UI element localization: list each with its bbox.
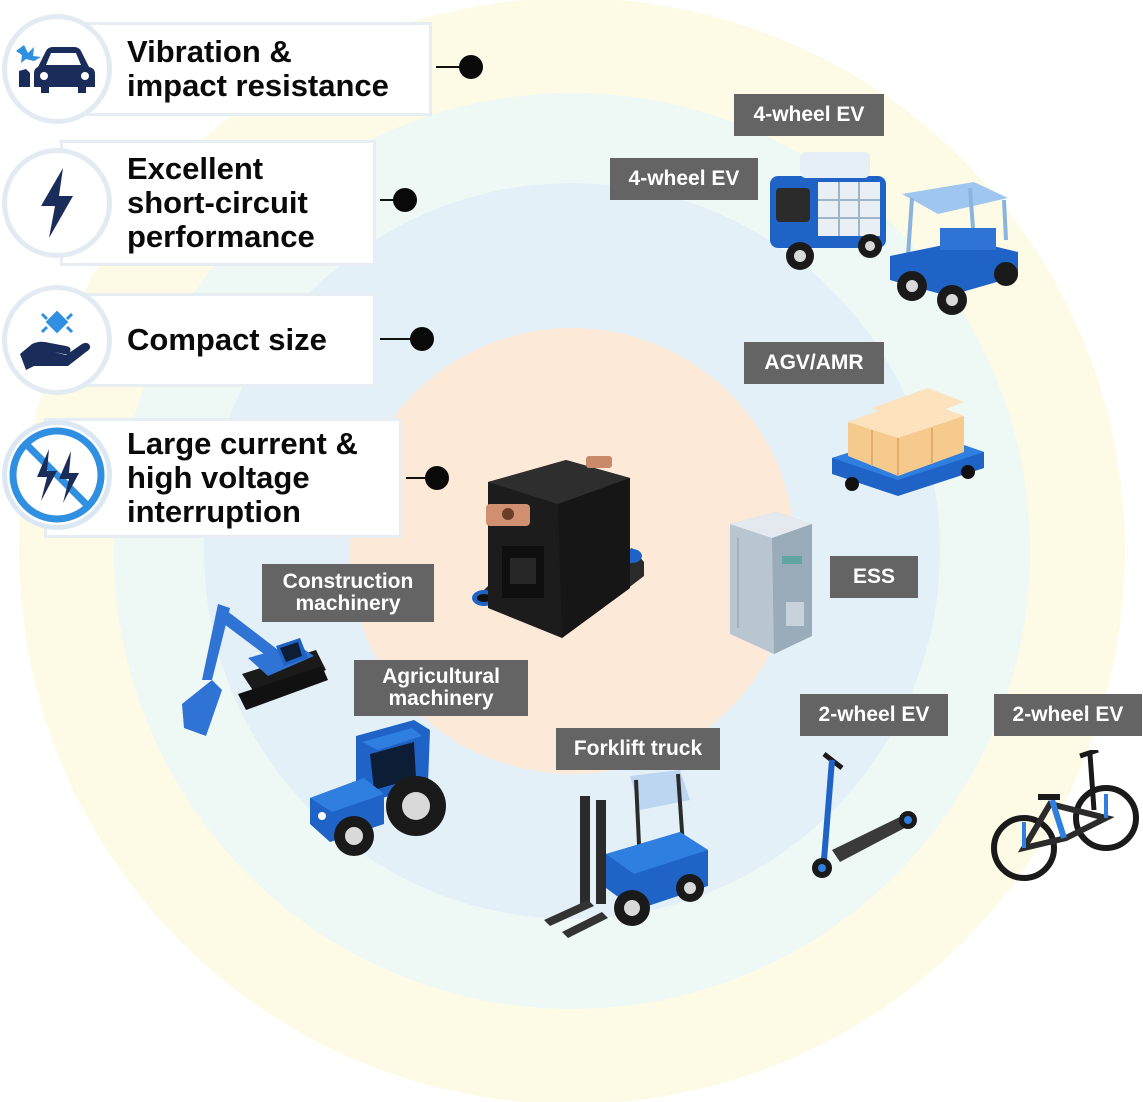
feature-text-short-circuit: Excellent short-circuit performance <box>127 151 315 254</box>
feature-card-compact: Compact size <box>60 293 376 387</box>
connector-line <box>436 66 476 68</box>
forklift-illustration <box>544 770 708 938</box>
tractor-illustration <box>310 720 446 856</box>
scooter-illustration <box>812 752 917 878</box>
excavator-illustration <box>182 604 328 736</box>
relay-product-image <box>472 456 644 638</box>
tag-agv-amr: AGV/AMR <box>744 342 884 384</box>
connector-dot <box>393 188 417 212</box>
feature-text-vibration: Vibration & impact resistance <box>127 34 389 103</box>
ebike-illustration <box>991 750 1139 881</box>
feature-text-compact: Compact size <box>127 322 327 357</box>
agv-illustration <box>832 388 984 496</box>
feature-card-vibration: Vibration & impact resistance <box>60 22 432 116</box>
golf-cart-illustration <box>890 182 1018 315</box>
connector-line <box>380 338 420 340</box>
tag-4-wheel-ev-b: 4-wheel EV <box>610 158 758 200</box>
tag-agricultural-machinery: Agricultural machinery <box>354 660 528 716</box>
ess-cabinet-illustration <box>730 512 812 654</box>
tag-forklift-truck: Forklift truck <box>556 728 720 770</box>
car-crash-icon <box>2 14 112 124</box>
feature-text-large-current: Large current & high voltage interruptio… <box>127 426 358 529</box>
hand-holding-compact-icon <box>2 285 112 395</box>
connector-dot <box>459 55 483 79</box>
connector-dot <box>410 327 434 351</box>
ev-truck-illustration <box>770 152 886 270</box>
tag-4-wheel-ev-a: 4-wheel EV <box>734 94 884 136</box>
tag-ess: ESS <box>830 556 918 598</box>
connector-dot <box>425 466 449 490</box>
connector-line <box>406 477 436 479</box>
tag-2-wheel-ev-b: 2-wheel EV <box>994 694 1142 736</box>
tag-construction-machinery: Construction machinery <box>262 564 434 622</box>
lightning-bolt-icon <box>2 148 112 258</box>
tag-2-wheel-ev-a: 2-wheel EV <box>800 694 948 736</box>
no-lightning-icon <box>2 420 112 530</box>
